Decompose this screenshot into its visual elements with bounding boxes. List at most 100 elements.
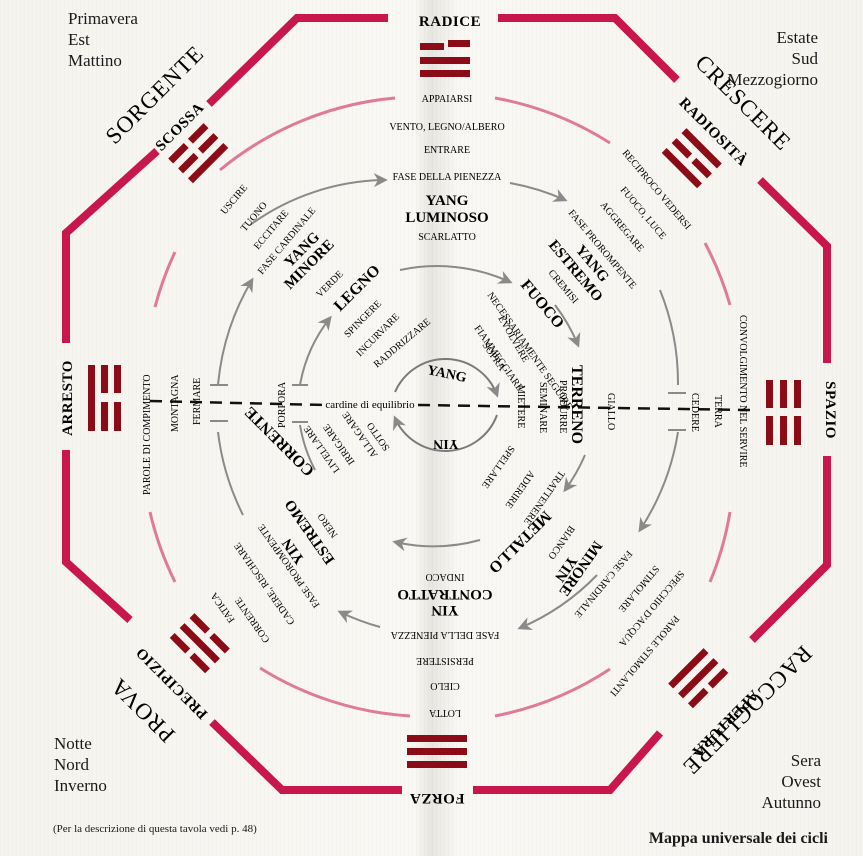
arrow: [394, 358, 500, 398]
element-name: TERRENO: [568, 365, 585, 444]
bottom-word: PERSISTERE: [416, 655, 474, 666]
arrow: [217, 431, 244, 516]
octagon-segment: [749, 456, 831, 643]
octagon-segment: [206, 14, 388, 107]
corner-bottom-left: Notte Nord Inverno: [54, 733, 107, 796]
phase-arrows: [210, 173, 686, 631]
bottom-word: LOTTA: [428, 707, 461, 718]
figure-caption: Mappa universale dei cicli: [648, 830, 828, 847]
right-color: GIALLO: [605, 393, 616, 430]
trigram-word: PAROLE DI COMPIMENTO: [142, 374, 153, 495]
corner-direction: Sud: [791, 49, 818, 68]
trigram-word: APPAIARSI: [422, 94, 473, 105]
arrow: [217, 277, 254, 386]
arrow: [638, 431, 679, 533]
corner-bottom-right: Sera Ovest Autunno: [762, 750, 822, 813]
element-verb: SPELLARE: [479, 443, 516, 490]
footnote: (Per la descrizione di questa tavola ved…: [53, 823, 257, 835]
arrow: [249, 173, 388, 226]
trigram-word: CONVOLGIMENTO NEL SERVIRE: [737, 315, 748, 468]
trigram-apertura: [668, 648, 729, 709]
trigram-label-radice: RADICE: [419, 14, 481, 30]
arrow: [299, 424, 316, 471]
trigram-spazio: [766, 380, 801, 445]
ring-arc: [708, 511, 732, 583]
element-name: METALLO: [485, 507, 554, 576]
octagon-segment: [757, 177, 831, 363]
octagon-segment: [209, 719, 402, 794]
phase-title: YIN: [431, 602, 459, 618]
ring-arc: [494, 667, 611, 718]
arrow: [299, 315, 332, 386]
phase-title: YANG: [426, 193, 469, 209]
corner-season: Primavera: [68, 9, 138, 28]
element-arrows: [292, 265, 586, 552]
corner-season: Inverno: [54, 776, 107, 795]
top-word: VENTO, LEGNO/ALBERO: [389, 122, 504, 133]
corner-direction: Nord: [54, 755, 89, 774]
trigram-precipizio: [169, 613, 230, 674]
top-word: FASE DELLA PIENEZZA: [393, 172, 502, 183]
element-verb: SEMINARE: [537, 382, 548, 433]
phase-color: SCARLATTO: [418, 232, 476, 243]
element-verb: ADERIRE: [503, 468, 537, 510]
trigram-word: MONTAGNA: [170, 374, 181, 432]
left-color: PORPORA: [277, 381, 288, 428]
corner-top-left: Primavera Est Mattino: [68, 8, 138, 71]
ring-arc: [703, 242, 732, 306]
trigram-label-scossa: SCOSSA: [153, 100, 208, 155]
pink-ring: [148, 96, 732, 718]
equilibrium-axis-left: [149, 399, 326, 407]
corner-direction: Ovest: [781, 772, 821, 791]
phase-title: LUMINOSO: [405, 210, 488, 226]
corner-top-right: Estate Sud Mezzogiorno: [727, 27, 818, 90]
svg-text:USCIRE: USCIRE: [219, 183, 250, 217]
ring-arc: [259, 666, 411, 718]
octagon-segment: [473, 730, 664, 794]
arrow: [393, 414, 498, 452]
trigram-word: CEDERE: [689, 393, 700, 432]
element-verb: MIETERE: [515, 385, 526, 428]
corner-time: Mezzogiorno: [727, 70, 818, 89]
arrow: [392, 537, 481, 552]
center-circle: [393, 358, 500, 452]
octagon-segment: [62, 148, 160, 343]
trigram-arresto: [88, 365, 121, 431]
trigram-word: FERMARE: [192, 378, 203, 425]
corner-time: Mattino: [68, 51, 122, 70]
equilibrium-axis-right: [417, 403, 751, 412]
corner-time: Notte: [54, 734, 92, 753]
center-yang: YANG: [426, 363, 468, 386]
trigram-label-arresto: ARRESTO: [60, 360, 76, 436]
phase-title: CONTRATTO: [397, 586, 492, 602]
top-word: ENTRARE: [424, 145, 470, 156]
phase-color: INDACO: [426, 571, 465, 582]
trigram-scossa: [168, 123, 229, 184]
arrow: [554, 304, 581, 348]
arrow: [563, 454, 586, 493]
svg-text:CORRENTE: CORRENTE: [233, 595, 272, 645]
octagon-label-crescere: CRESCERE: [691, 50, 797, 156]
corner-season: Autunno: [761, 793, 822, 812]
bottom-word: FASE DELLA PIENEZZA: [390, 629, 499, 640]
trigram-radiosita: [661, 128, 722, 189]
corner-direction: Est: [68, 30, 90, 49]
center-yin: YIN: [433, 436, 459, 451]
equilibrium-axis-label: cardine di equilibrio: [325, 399, 415, 411]
arrow: [509, 182, 568, 202]
arrow: [337, 610, 381, 628]
octagon-label-sorgente: SORGENTE: [101, 41, 209, 149]
ring-arc: [153, 251, 177, 308]
arrow: [399, 265, 513, 284]
arrow: [659, 289, 680, 386]
arrow: [517, 574, 598, 631]
corner-season: Estate: [776, 28, 818, 47]
corner-time: Sera: [790, 751, 821, 770]
ring-arc: [148, 511, 177, 583]
element-verb: PRODURRE: [557, 380, 568, 433]
trigram-word: TERRA: [712, 395, 723, 429]
ring-arc: [494, 96, 611, 145]
trigram-label-spazio: SPAZIO: [822, 381, 838, 439]
